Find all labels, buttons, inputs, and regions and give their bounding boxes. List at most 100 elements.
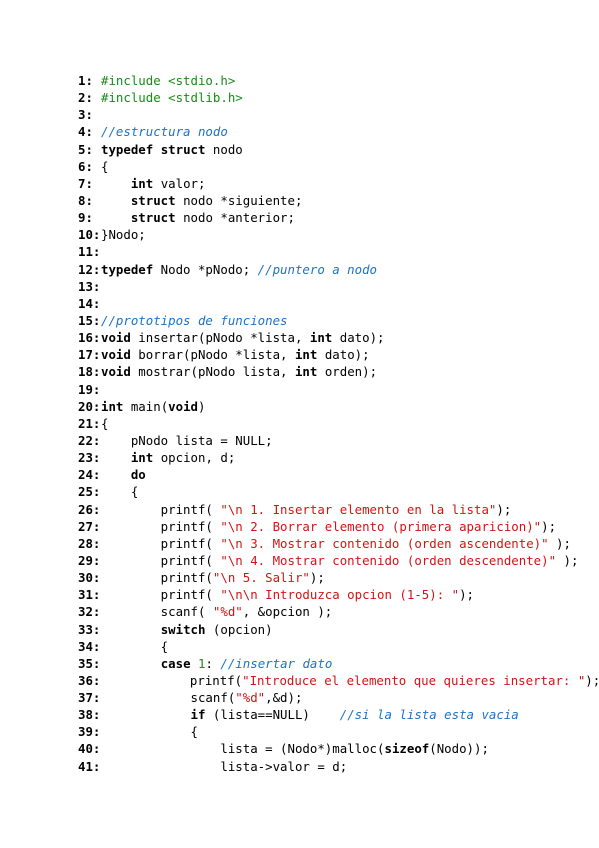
code-token — [101, 707, 191, 722]
code-token: //puntero a nodo — [257, 261, 378, 277]
code-token — [101, 450, 131, 465]
code-token: printf( — [101, 570, 213, 586]
line-number: 16: — [78, 330, 101, 346]
code-line: 33: switch (opcion) — [0, 621, 599, 638]
code-line: 7: int valor; — [0, 175, 599, 192]
line-content: }Nodo; — [101, 226, 146, 243]
code-token: { — [101, 484, 139, 500]
line-number: 15: — [78, 312, 101, 328]
line-number: 4: — [78, 124, 93, 140]
code-token: "%d" — [235, 690, 266, 706]
line-number: 37: — [78, 690, 101, 706]
code-token: "\n 4. Mostrar contenido (orden descende… — [220, 552, 557, 568]
code-token: scanf( — [101, 690, 236, 706]
line-number: 5: — [78, 141, 93, 157]
line-number: 18: — [78, 364, 101, 380]
code-line: 5: typedef struct nodo — [0, 141, 599, 158]
line-number: 28: — [78, 535, 101, 551]
code-token: int — [130, 450, 154, 466]
code-token: int — [101, 398, 124, 414]
line-content: printf("Introduce el elemento que quiere… — [100, 672, 599, 689]
line-number: 24: — [78, 467, 101, 483]
code-token — [101, 656, 161, 671]
code-token: #include <stdio.h> — [101, 73, 236, 88]
code-token — [101, 622, 161, 637]
line-number: 33: — [78, 621, 101, 637]
code-token: void — [168, 398, 198, 414]
code-token: (opcion) — [205, 621, 273, 637]
code-token: pNodo lista = NULL; — [101, 432, 273, 448]
code-token: lista = (Nodo*)malloc( — [101, 741, 385, 757]
code-token: struct — [130, 210, 176, 226]
line-number: 25: — [78, 484, 101, 500]
line-content: { — [101, 415, 108, 432]
code-token: : — [205, 655, 221, 671]
code-token: dato); — [317, 347, 370, 363]
code-token: struct — [160, 141, 206, 157]
line-content: lista = (Nodo*)malloc(sizeof(Nodo)); — [101, 740, 489, 757]
line-number: 17: — [78, 347, 101, 363]
line-content: typedef Nodo *pNodo; //puntero a nodo — [101, 261, 377, 278]
code-line: 27: printf( "\n 2. Borrar elemento (prim… — [0, 518, 599, 535]
code-token: void — [101, 330, 131, 346]
line-content: #include <stdlib.h> — [101, 89, 243, 106]
code-line: 18:void mostrar(pNodo lista, int orden); — [0, 363, 599, 380]
code-token: ); — [556, 552, 579, 568]
code-token: main( — [123, 398, 169, 414]
code-line: 38: if (lista==NULL) //si la lista esta … — [0, 706, 599, 723]
code-line: 30: printf("\n 5. Salir"); — [0, 569, 599, 586]
code-token: do — [130, 467, 146, 483]
code-token: mostrar(pNodo lista, — [130, 364, 295, 380]
code-token: void — [101, 364, 131, 380]
code-line: 34: { — [0, 638, 599, 655]
code-token: scanf( — [101, 604, 213, 620]
line-content: printf("\n 5. Salir"); — [101, 569, 325, 586]
code-token: printf( — [101, 587, 221, 603]
code-token: , &opcion ); — [242, 604, 333, 620]
code-token: switch — [160, 621, 206, 637]
code-line: 22: pNodo lista = NULL; — [0, 432, 599, 449]
code-token: //si la lista esta vacia — [339, 707, 519, 723]
code-line: 15://prototipos de funciones — [0, 312, 599, 329]
line-number: 30: — [78, 570, 101, 586]
line-number: 9: — [78, 210, 93, 226]
line-number: 23: — [78, 450, 101, 466]
code-line: 10:}Nodo; — [0, 226, 599, 243]
code-token: "%d" — [212, 604, 243, 620]
line-content: case 1: //insertar dato — [101, 655, 333, 672]
code-token: ); — [459, 587, 474, 603]
line-number: 14: — [78, 295, 101, 311]
code-token: dato); — [332, 330, 385, 346]
code-token: "\n 2. Borrar elemento (primera aparicio… — [220, 518, 542, 534]
code-token — [101, 176, 131, 191]
line-number: 40: — [78, 741, 101, 757]
code-token — [191, 656, 198, 671]
line-number: 6: — [78, 158, 93, 174]
line-content: { — [101, 483, 138, 500]
line-content: //estructura nodo — [101, 123, 228, 140]
code-token: 1 — [198, 655, 206, 671]
code-line: 23: int opcion, d; — [0, 449, 599, 466]
code-line: 12:typedef Nodo *pNodo; //puntero a nodo — [0, 261, 599, 278]
line-number: 35: — [78, 655, 101, 671]
line-content: { — [101, 158, 108, 175]
line-number: 3: — [78, 107, 93, 123]
code-line: 17:void borrar(pNodo *lista, int dato); — [0, 346, 599, 363]
line-content: lista->valor = d; — [101, 758, 347, 775]
line-number: 38: — [78, 707, 101, 723]
line-number: 13: — [78, 278, 101, 294]
line-number: 21: — [78, 415, 101, 431]
code-token: #include <stdlib.h> — [101, 90, 243, 106]
line-number: 7: — [78, 175, 93, 191]
code-token: printf( — [100, 672, 243, 688]
line-content: printf( "\n 1. Insertar elemento en la l… — [101, 501, 512, 518]
code-token — [101, 193, 131, 208]
code-token — [101, 210, 131, 225]
code-line: 32: scanf( "%d", &opcion ); — [0, 603, 599, 620]
line-content: if (lista==NULL) //si la lista esta vaci… — [101, 706, 519, 723]
line-content: typedef struct nodo — [101, 141, 243, 158]
code-line: 6: { — [0, 158, 599, 175]
line-content: int main(void) — [101, 398, 205, 415]
line-number: 8: — [78, 192, 93, 208]
code-line: 11: — [0, 243, 599, 260]
